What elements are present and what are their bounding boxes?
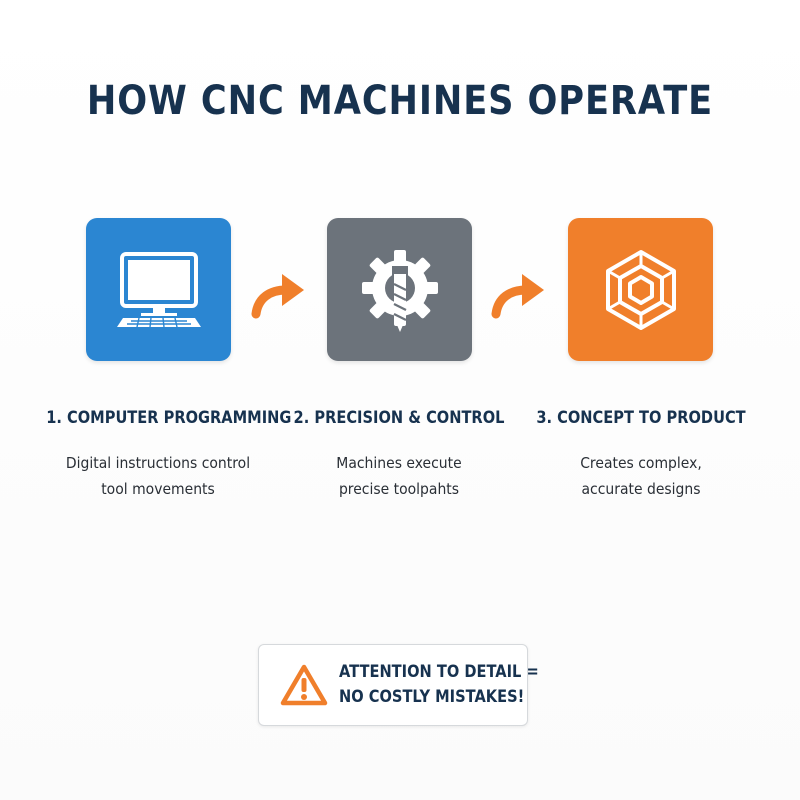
step-2-tile [327, 218, 472, 361]
step-1-description: Digital instructions control tool moveme… [59, 450, 257, 502]
step-1-tile [86, 218, 231, 361]
arrow-right-icon [491, 274, 544, 319]
warning-triangle-icon [280, 664, 328, 706]
step-3-title: 3. CONCEPT TO PRODUCT [536, 408, 746, 428]
step-2-title: 2. PRECISION & CONTROL [293, 408, 505, 428]
callout-line-2: NO COSTLY MISTAKES! [339, 687, 525, 707]
step-1-description-line-1: Digital instructions control [65, 454, 251, 472]
hexagon-part-icon [605, 249, 676, 330]
arrow-right-icon [251, 274, 304, 319]
step-2-description: Machines execute precise toolpahts [300, 450, 498, 502]
step-3-tile [568, 218, 713, 361]
callout-line-1: ATTENTION TO DETAIL = [339, 662, 539, 682]
gear-drill-icon [361, 249, 438, 332]
computer-monitor-icon [116, 251, 201, 327]
step-2-description-line-1: Machines execute [336, 454, 462, 472]
callout-text: ATTENTION TO DETAIL = NO COSTLY MISTAKES… [339, 660, 539, 710]
step-3-description: Creates complex, accurate designs [542, 450, 740, 502]
step-1-description-line-2: tool movements [101, 480, 215, 498]
page-title: HOW CNC MACHINES OPERATE [86, 78, 714, 124]
step-3-description-line-1: Creates complex, [580, 454, 702, 472]
step-3-description-line-2: accurate designs [581, 480, 701, 498]
attention-callout: ATTENTION TO DETAIL = NO COSTLY MISTAKES… [258, 644, 539, 726]
step-2-description-line-2: precise toolpahts [338, 480, 460, 498]
step-1-title: 1. COMPUTER PROGRAMMING [46, 408, 292, 428]
